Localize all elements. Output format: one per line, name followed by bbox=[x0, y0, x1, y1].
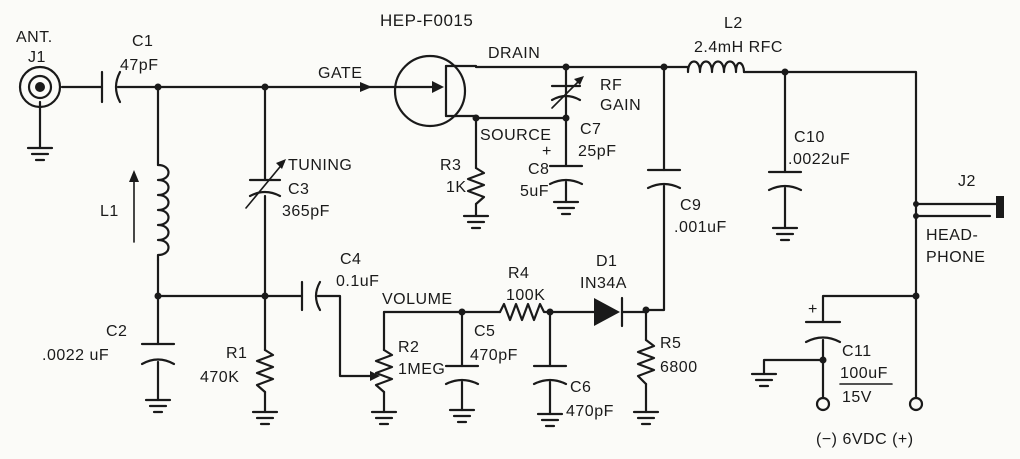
junction-dots bbox=[154, 63, 920, 364]
label-c4: C4 bbox=[340, 251, 361, 268]
ground-icon bbox=[144, 398, 172, 414]
label-l2: L2 bbox=[724, 15, 743, 32]
label-r1: R1 bbox=[226, 345, 247, 362]
r1-resistor-symbol bbox=[255, 348, 275, 394]
label-r4: R4 bbox=[508, 265, 529, 282]
label-c8-value: 5uF bbox=[520, 183, 549, 200]
label-rf: RF bbox=[600, 77, 622, 94]
label-c6: C6 bbox=[570, 379, 591, 396]
j2-headphone-jack-symbol bbox=[913, 196, 1004, 219]
label-d1: D1 bbox=[596, 253, 617, 270]
c4-capacitor-symbol bbox=[300, 280, 322, 312]
j1-antenna-jack-symbol bbox=[18, 65, 62, 109]
c3-tuning-capacitor-symbol bbox=[245, 159, 286, 209]
label-j2: J2 bbox=[958, 173, 976, 190]
c1-capacitor-symbol bbox=[100, 70, 122, 104]
component-labels: ANT. J1 C1 47pF HEP-F0015 GATE DRAIN SOU… bbox=[16, 11, 985, 448]
label-r2: R2 bbox=[398, 339, 419, 356]
ground-symbols bbox=[26, 146, 799, 428]
label-c11-value1: 100uF bbox=[840, 365, 888, 382]
label-c11-value2: 15V bbox=[842, 389, 872, 406]
label-c11: C11 bbox=[842, 343, 872, 360]
label-d1-value: IN34A bbox=[580, 275, 627, 292]
c7-variable-capacitor-symbol bbox=[550, 76, 584, 109]
gate-arrow bbox=[360, 82, 372, 92]
c2-capacitor-symbol bbox=[140, 342, 176, 366]
label-c2-value: .0022 uF bbox=[42, 347, 109, 364]
c6-capacitor-symbol bbox=[532, 364, 568, 386]
label-ant: ANT. bbox=[16, 29, 53, 46]
r5-resistor-symbol bbox=[636, 338, 656, 386]
c8-capacitor-symbol bbox=[548, 164, 584, 186]
label-l2-value: 2.4mH RFC bbox=[694, 39, 783, 56]
ground-icon bbox=[536, 412, 564, 428]
label-c8-polarity: + bbox=[542, 143, 552, 160]
label-headphone-line2: PHONE bbox=[926, 249, 985, 266]
r4-resistor-symbol bbox=[498, 302, 550, 322]
c9-capacitor-symbol bbox=[646, 168, 682, 190]
label-c10: C10 bbox=[794, 129, 825, 146]
r2-volume-potentiometer-symbol bbox=[370, 348, 394, 394]
l2-rfc-inductor-symbol bbox=[686, 60, 746, 74]
l1-inductor-symbol bbox=[129, 163, 170, 262]
label-r5-value: 6800 bbox=[660, 359, 698, 376]
c10-capacitor-symbol bbox=[767, 170, 803, 192]
ground-icon bbox=[462, 214, 490, 230]
label-fet-part: HEP-F0015 bbox=[380, 11, 473, 30]
label-c1: C1 bbox=[132, 33, 153, 50]
label-source: SOURCE bbox=[480, 127, 551, 144]
fet-transistor-symbol bbox=[393, 54, 467, 128]
label-c5: C5 bbox=[474, 323, 495, 340]
ground-icon bbox=[26, 146, 54, 162]
label-gate: GATE bbox=[318, 65, 362, 82]
label-r3-value: 1K bbox=[446, 179, 467, 196]
label-r4-value: 100K bbox=[506, 287, 545, 304]
supply-terminals bbox=[815, 396, 924, 412]
ground-icon bbox=[370, 410, 398, 426]
label-c2: C2 bbox=[106, 323, 127, 340]
ground-icon bbox=[632, 410, 660, 426]
label-c3: C3 bbox=[288, 181, 309, 198]
label-c8: C8 bbox=[528, 161, 549, 178]
label-r2-value: 1MEG bbox=[398, 361, 445, 378]
label-c6-value: 470pF bbox=[566, 403, 614, 420]
label-c9: C9 bbox=[680, 197, 701, 214]
label-r1-value: 470K bbox=[200, 369, 239, 386]
label-c4-value: 0.1uF bbox=[336, 273, 379, 290]
label-volume: VOLUME bbox=[382, 291, 453, 308]
label-gain: GAIN bbox=[600, 97, 641, 114]
ground-icon bbox=[251, 410, 279, 426]
label-c1-value: 47pF bbox=[120, 57, 158, 74]
label-c11-polarity: + bbox=[808, 301, 818, 318]
label-supply: (−) 6VDC (+) bbox=[816, 431, 914, 448]
label-tuning: TUNING bbox=[288, 157, 352, 174]
label-c7-value: 25pF bbox=[578, 143, 616, 160]
label-headphone-line1: HEAD- bbox=[926, 227, 978, 244]
label-c3-value: 365pF bbox=[282, 203, 330, 220]
label-r3: R3 bbox=[440, 157, 461, 174]
label-c9-value: .001uF bbox=[674, 219, 727, 236]
ground-icon bbox=[448, 408, 476, 424]
c5-capacitor-symbol bbox=[444, 364, 480, 386]
ground-icon bbox=[552, 200, 580, 216]
d1-diode-symbol bbox=[594, 296, 648, 328]
ground-icon bbox=[771, 226, 799, 242]
label-drain: DRAIN bbox=[488, 45, 540, 62]
ground-icon bbox=[750, 372, 778, 388]
label-c10-value: .0022uF bbox=[788, 151, 850, 168]
r3-resistor-symbol bbox=[466, 166, 486, 206]
label-r5: R5 bbox=[660, 335, 681, 352]
label-j1: J1 bbox=[28, 49, 46, 66]
label-c7: C7 bbox=[580, 121, 601, 138]
label-l1: L1 bbox=[100, 203, 119, 220]
label-c5-value: 470pF bbox=[470, 347, 518, 364]
c11-capacitor-symbol bbox=[804, 320, 842, 344]
